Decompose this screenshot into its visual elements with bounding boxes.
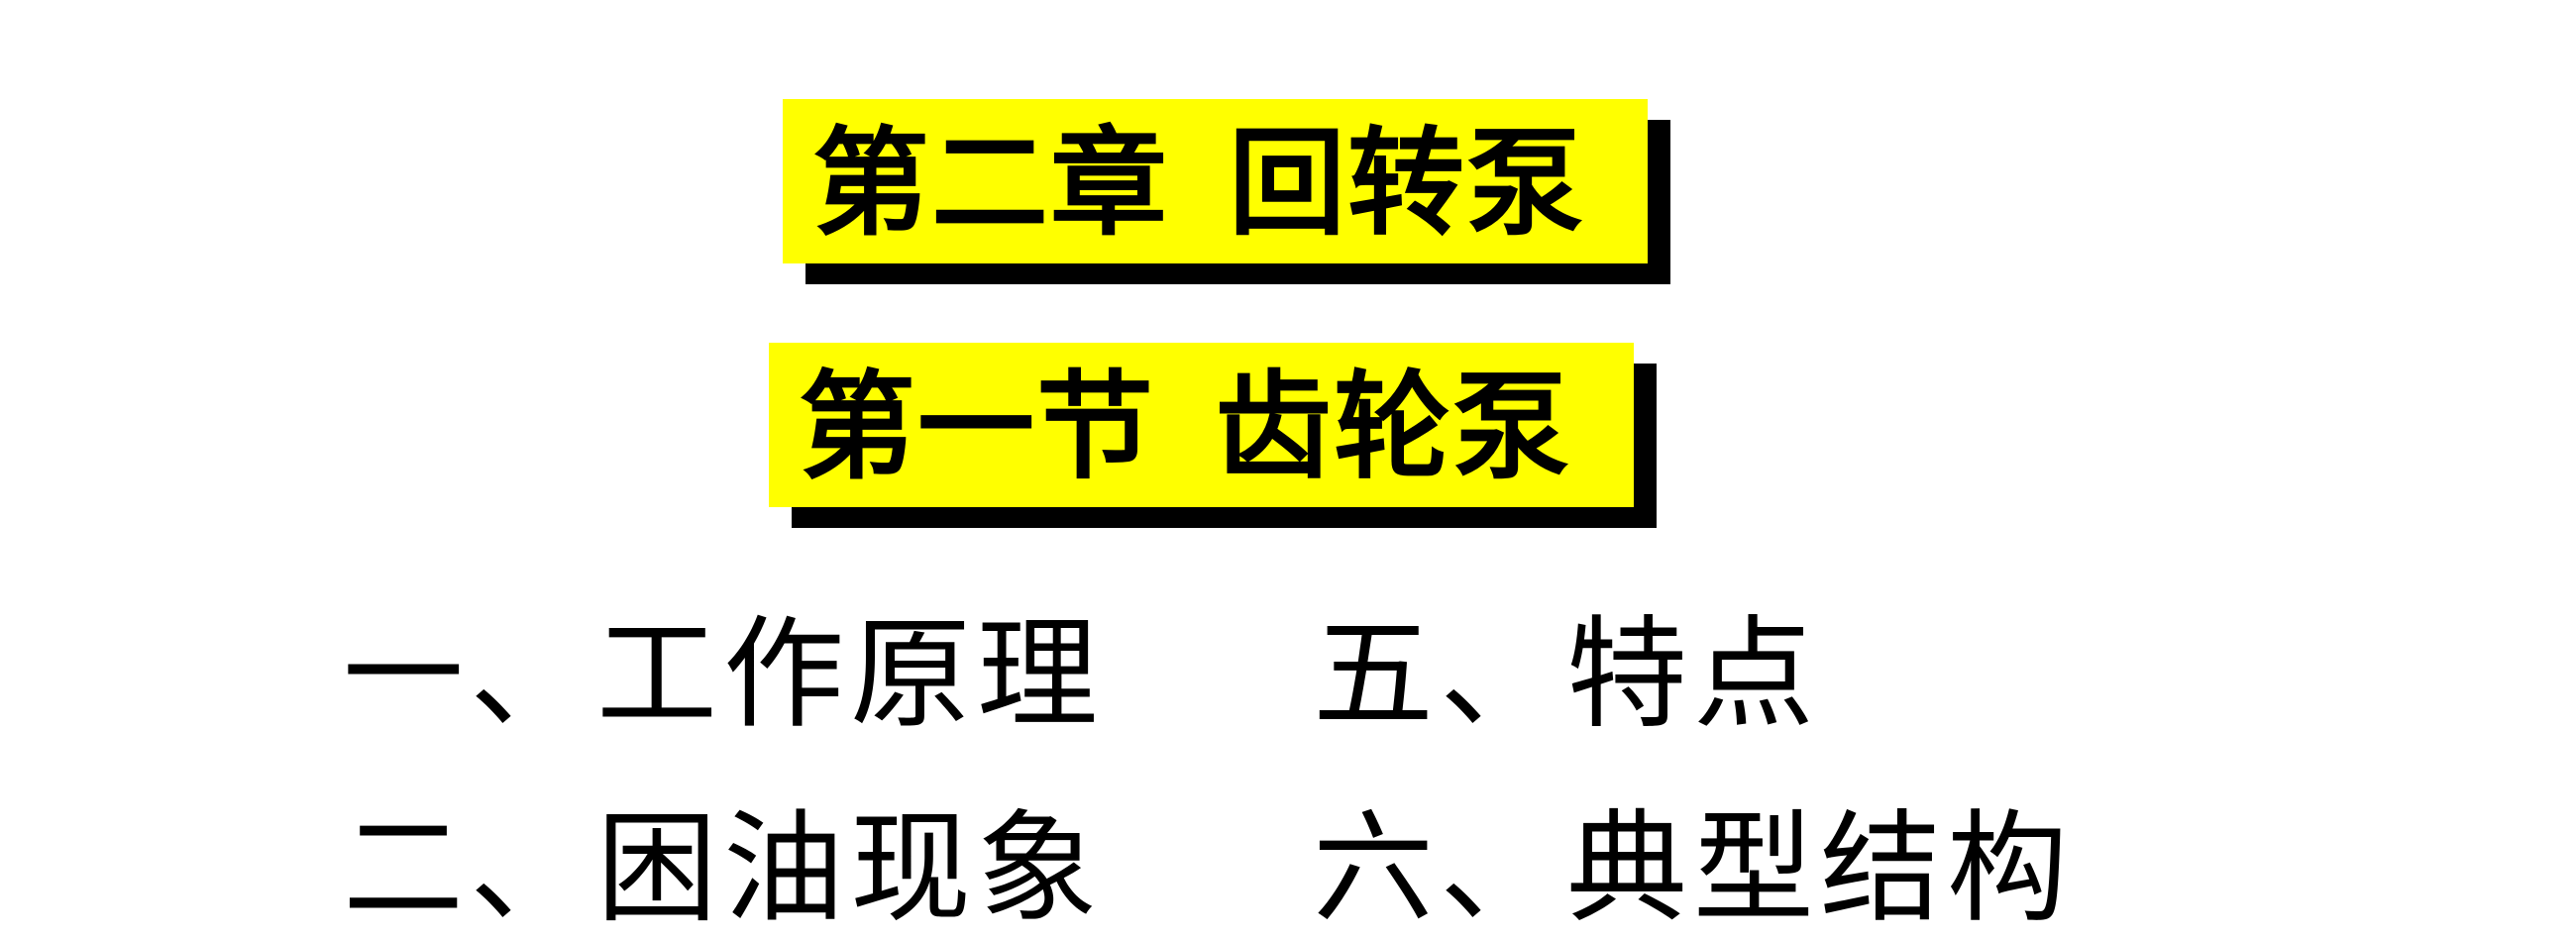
outline-item-working-principle: 一、工作原理: [343, 604, 1104, 745]
chapter-number: 第二章: [812, 115, 1170, 252]
section-number: 第一节: [799, 359, 1156, 495]
section-name: 齿轮泵: [1215, 359, 1572, 495]
outline-item-typical-structure: 六、典型结构: [1313, 798, 2074, 939]
outline-item-features: 五、特点: [1313, 604, 1820, 745]
chapter-name: 回转泵: [1229, 115, 1586, 252]
section-title-box: 第一节齿轮泵: [769, 343, 1634, 507]
chapter-title-box: 第二章回转泵: [783, 99, 1648, 263]
outline-item-oil-trapping: 二、困油现象: [343, 798, 1104, 939]
slide: 第二章回转泵 第一节齿轮泵 一、工作原理 二、困油现象 五、特点 六、典型结构: [343, 99, 2068, 929]
